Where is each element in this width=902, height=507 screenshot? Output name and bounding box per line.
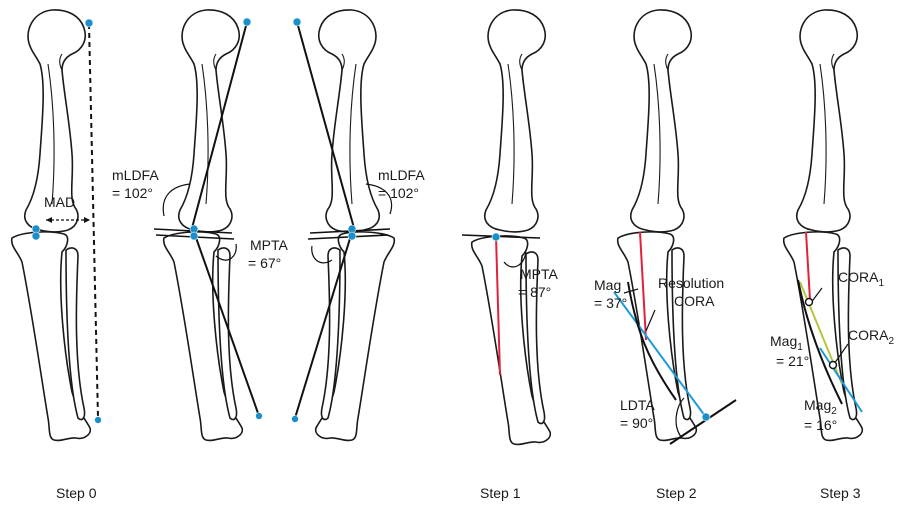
mag2-value: = 16° bbox=[804, 417, 837, 433]
distal-segment-axis bbox=[627, 281, 677, 401]
ankle-center-point bbox=[255, 412, 263, 420]
cora2-point bbox=[828, 360, 838, 370]
knee-center-point bbox=[491, 232, 501, 242]
mechanical-axis-line bbox=[193, 231, 260, 417]
mechanical-axis-line bbox=[191, 21, 248, 229]
resolution-label: Resolution bbox=[658, 275, 724, 291]
anatomic-axis-line bbox=[495, 235, 501, 376]
cora-label: CORA bbox=[674, 293, 715, 309]
mag-value: = 37° bbox=[594, 295, 627, 311]
step-0-label: Step 0 bbox=[56, 485, 97, 501]
knee-joint-line bbox=[461, 234, 541, 239]
ankle-center-point bbox=[291, 415, 299, 423]
femoral-head-center-point bbox=[242, 17, 252, 27]
step-1-label: Step 1 bbox=[480, 485, 521, 501]
cora1-point bbox=[804, 297, 814, 307]
mechanical-axis-line bbox=[294, 231, 353, 419]
distal-segment-axis bbox=[819, 347, 863, 413]
mldfa-label: mLDFA bbox=[112, 167, 159, 183]
knee-center-point bbox=[189, 231, 199, 241]
cora2-label: CORA2 bbox=[848, 327, 894, 347]
mpta-value: = 87° bbox=[518, 284, 551, 300]
mechanical-axis-line bbox=[88, 23, 99, 419]
proximal-segment-axis bbox=[613, 291, 709, 421]
ankle-center-point bbox=[94, 416, 102, 424]
step-2-label: Step 2 bbox=[656, 485, 697, 501]
mldfa-label: mLDFA bbox=[378, 167, 425, 183]
panel-step-1: MPTA = 87° Step 1 bbox=[461, 9, 559, 501]
panel-mldfa-mpta: mLDFA = 102° MPTA = 67° bbox=[112, 9, 289, 442]
ankle-center-point bbox=[701, 412, 711, 422]
mag-label: Mag bbox=[594, 277, 621, 293]
mag2-label: Mag2 bbox=[804, 397, 837, 417]
ldta-label: LDTA bbox=[620, 397, 655, 413]
femoral-head-center-point bbox=[292, 17, 302, 27]
cora1-label: CORA1 bbox=[838, 269, 884, 289]
mldfa-value: = 102° bbox=[378, 185, 419, 201]
panel-step-2: Mag = 37° Resolution CORA LDTA = 90° Ste… bbox=[594, 9, 737, 501]
mechanical-axis-line bbox=[296, 21, 355, 229]
knee-center-point bbox=[347, 231, 357, 241]
mad-label: MAD bbox=[44, 194, 75, 210]
anatomic-axis-line bbox=[639, 231, 647, 341]
panel-mldfa-mirrored: mLDFA = 102° bbox=[291, 9, 425, 442]
knee-center-point bbox=[31, 231, 41, 241]
step-3-label: Step 3 bbox=[820, 485, 861, 501]
mpta-label: MPTA bbox=[520, 266, 559, 282]
panel-step-0: MAD Step 0 bbox=[10, 9, 102, 501]
ldta-value: = 90° bbox=[620, 415, 653, 431]
anatomic-axis-line bbox=[805, 231, 811, 301]
mpta-value: = 67° bbox=[248, 255, 281, 271]
mag1-label: Mag1 bbox=[770, 333, 803, 353]
femoral-head-center-point bbox=[84, 18, 94, 28]
mag1-value: = 21° bbox=[776, 353, 809, 369]
mldfa-value: = 102° bbox=[112, 185, 153, 201]
mpta-label: MPTA bbox=[250, 237, 289, 253]
panel-step-3: CORA1 CORA2 Mag1 = 21° Mag2 = 16° Step 3 bbox=[770, 9, 894, 501]
